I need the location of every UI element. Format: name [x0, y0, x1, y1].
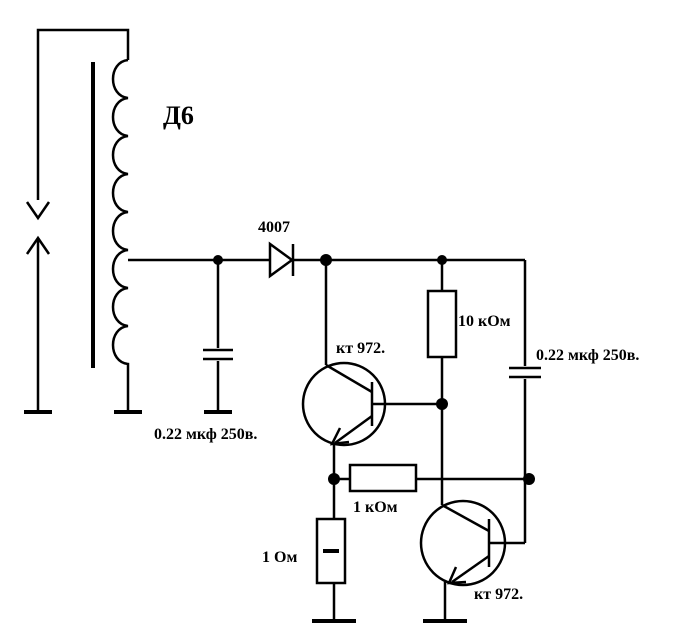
capacitor-left [203, 260, 233, 414]
transistor-top [301, 361, 442, 447]
input-loop [24, 28, 130, 414]
transformer-coil [111, 58, 130, 412]
arrow-down-icon [25, 201, 51, 221]
label-transistor-top: кт 972. [336, 340, 385, 357]
arrow-up-icon [25, 235, 51, 255]
label-cap-right: 0.22 мкф 250в. [536, 347, 639, 364]
resistor-1k [334, 463, 530, 493]
label-transistor-bottom: кт 972. [474, 586, 523, 603]
diode-symbol [268, 241, 295, 279]
label-cap-left: 0.22 мкф 250в. [154, 426, 257, 443]
resistor-10k [426, 260, 458, 505]
label-diode: 4007 [258, 219, 290, 236]
capacitor-right [509, 260, 541, 543]
resistor-1ohm [312, 479, 356, 623]
junction-dots [213, 254, 535, 485]
label-resistor-1k: 1 кОм [353, 499, 398, 516]
label-resistor-10k: 10 кОм [458, 313, 511, 330]
label-transformer: Д6 [163, 101, 194, 130]
transistor-bottom [419, 499, 525, 623]
label-resistor-1ohm: 1 Ом [262, 549, 297, 566]
